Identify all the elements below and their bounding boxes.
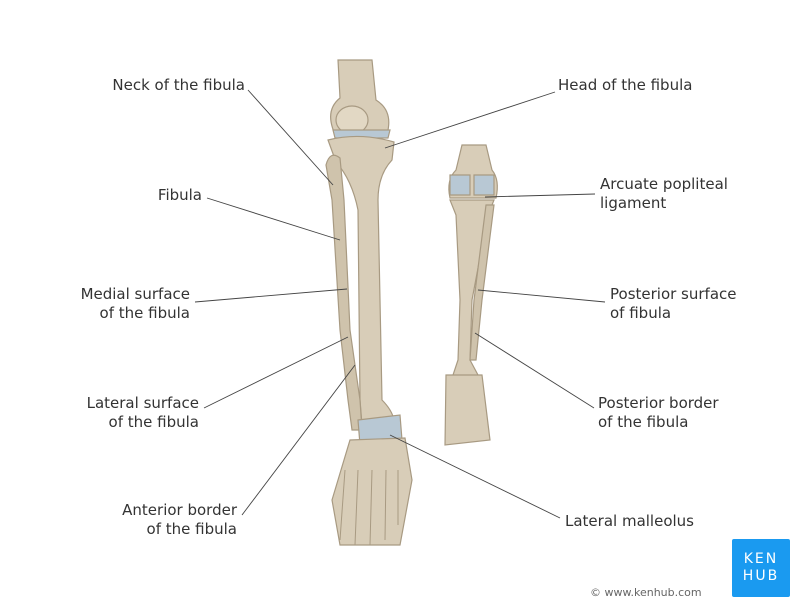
label-line: of the fibula	[108, 413, 199, 431]
label-line: Posterior surface	[610, 285, 737, 303]
label-line: of the fibula	[598, 413, 689, 431]
label-lateral-malleolus: Lateral malleolus	[565, 512, 694, 530]
leader-post-border	[474, 332, 595, 409]
fibula-posterior	[469, 204, 495, 361]
foot-posterior	[444, 374, 491, 446]
label-line: Anterior border	[122, 501, 237, 519]
knee-cartilage	[332, 129, 391, 139]
label-head-of-fibula: Head of the fibula	[558, 76, 693, 94]
logo-text: KEN	[743, 551, 779, 567]
label-line: Lateral surface	[86, 394, 199, 412]
label-line: ligament	[600, 194, 667, 212]
leader-medial	[194, 288, 348, 303]
tibia	[327, 135, 395, 426]
leader-head	[384, 91, 556, 149]
leader-fibula	[206, 197, 341, 241]
leader-lateral	[203, 336, 349, 409]
logo-text: HUB	[742, 568, 780, 584]
label-line: of fibula	[610, 304, 672, 322]
leader-malleolus	[389, 434, 561, 519]
posterior-cartilage	[449, 174, 495, 196]
leader-arcuate	[484, 193, 596, 198]
label-line: Medial surface	[80, 285, 190, 303]
fibula	[325, 154, 363, 431]
kenhub-logo: KEN HUB	[732, 539, 790, 597]
label-line: of the fibula	[146, 520, 237, 538]
label-line: Arcuate popliteal	[600, 175, 728, 193]
foot	[331, 437, 413, 546]
label-line: Posterior border	[598, 394, 719, 412]
label-line: of the fibula	[99, 304, 190, 322]
leader-anterior	[241, 364, 356, 516]
anterior-leg	[325, 59, 413, 546]
label-fibula: Fibula	[157, 186, 202, 204]
posterior-leg	[444, 144, 498, 446]
label-neck-of-fibula: Neck of the fibula	[112, 76, 245, 94]
copyright: © www.kenhub.com	[590, 586, 702, 599]
leader-post-surface	[477, 289, 606, 303]
leader-lines	[194, 89, 606, 519]
leader-neck	[247, 89, 334, 186]
